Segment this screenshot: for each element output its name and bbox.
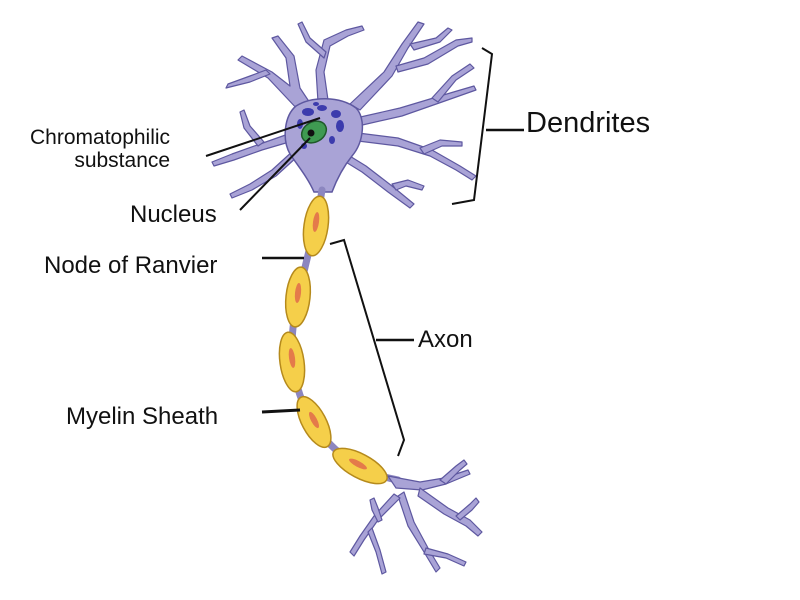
dendrites-label: Dendrites	[526, 107, 651, 139]
node-of-ranvier-label: Node of Ranvier	[44, 252, 218, 279]
chromatophilic-label-line1: Chromatophilic	[30, 126, 171, 149]
schwann-nuclei	[288, 212, 367, 470]
axon-label: Axon	[418, 326, 473, 353]
chromatophilic-label-line2: substance	[74, 149, 171, 173]
nucleolus	[307, 129, 315, 137]
cell-body	[284, 98, 364, 193]
axon-bracket	[329, 238, 406, 457]
dendrites-bracket	[451, 47, 494, 205]
dendrite-branches	[211, 21, 477, 209]
myelin-sheath-label: Myelin Sheath	[66, 403, 219, 430]
chromatophilic-granules	[297, 102, 344, 149]
chromatophilic-substance-label: Chromatophilic substance	[30, 126, 170, 172]
leader-lines	[205, 117, 524, 414]
nucleus-label: Nucleus	[130, 201, 217, 228]
axon-terminals	[349, 459, 483, 575]
